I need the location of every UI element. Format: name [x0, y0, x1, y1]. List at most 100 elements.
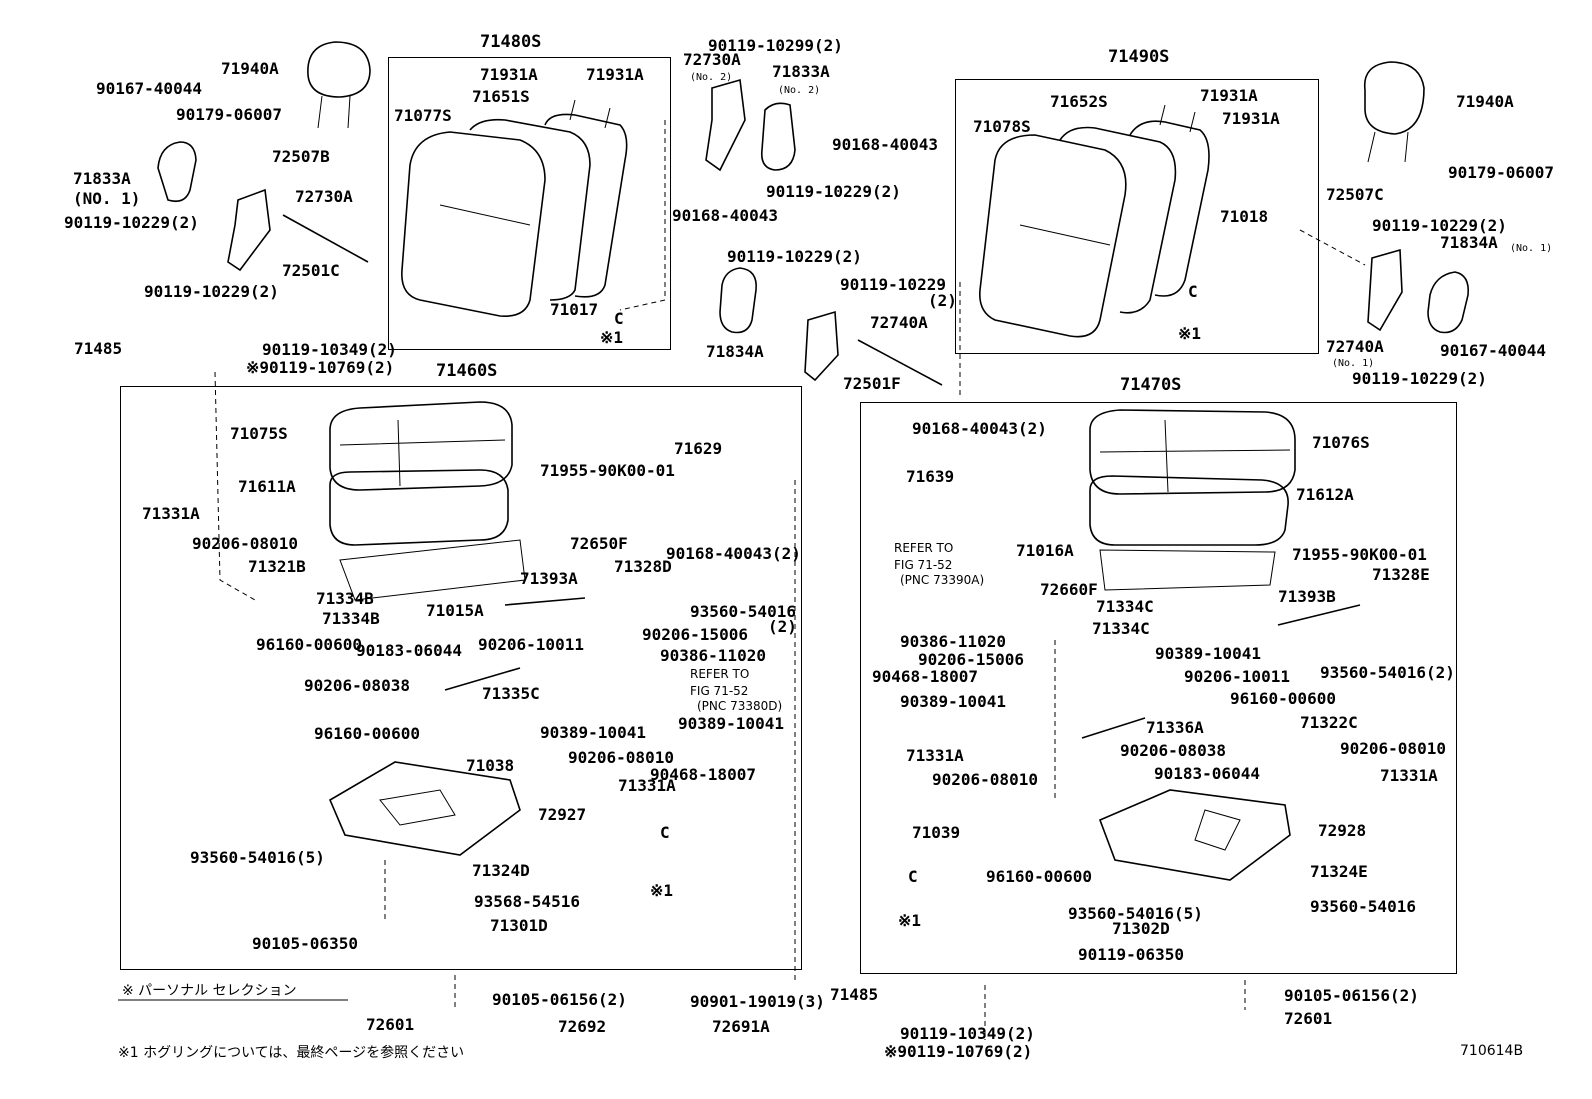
label-71490S: 71490S [1108, 47, 1170, 67]
label-90386-right: 90386-11020 [900, 632, 1006, 651]
figure-code: 710614B [1460, 1043, 1524, 1059]
label-71331A-right: 71331A [906, 746, 964, 765]
label-71076S: 71076S [1312, 433, 1370, 452]
label-71331A-left: 71331A [142, 504, 200, 523]
rods [282, 214, 1361, 739]
label-90206-15006-right: 90206-15006 [918, 650, 1024, 669]
label-c-right-top: C [1188, 282, 1198, 301]
frame-71490S [955, 79, 1319, 354]
label-93560-right3: 93560-54016 [1310, 897, 1416, 916]
label-71629: 71629 [674, 439, 723, 458]
label-72501F: 72501F [843, 374, 901, 393]
label-90206-08010-right: 90206-08010 [1340, 739, 1446, 758]
refer-right-3: (PNC 73390A) [900, 573, 985, 587]
label-71833A-center: 71833A [772, 62, 830, 81]
label-71018: 71018 [1220, 207, 1269, 226]
label-71834A-center: 71834A [706, 342, 764, 361]
label-71016A: 71016A [1016, 541, 1074, 560]
seat-cushion-left [329, 401, 526, 601]
label-71017: 71017 [550, 300, 599, 319]
label-71334B-2: 71334B [322, 609, 380, 628]
label-90119-10349-left: 90119-10349(2) [262, 340, 397, 359]
label-72730A-center: 72730A [683, 50, 741, 69]
headrest-right [1363, 61, 1425, 163]
label-c-left-bottom: C [660, 823, 670, 842]
label-71940A-right: 71940A [1456, 92, 1514, 111]
label-71931A-2: 71931A [586, 65, 644, 84]
label-72927: 72927 [538, 805, 587, 824]
label-90206-08010-right2: 90206-08010 [932, 770, 1038, 789]
label-71393A: 71393A [520, 569, 578, 588]
label-71331A-right2: 71331A [1380, 766, 1438, 785]
label-no2-center: (No. 2) [690, 72, 733, 83]
label-90168-40043-left: 90168-40043(2) [666, 544, 801, 563]
label-90183-right: 90183-06044 [1154, 764, 1260, 783]
label-71075S: 71075S [230, 424, 288, 443]
label-96160-right: 96160-00600 [1230, 689, 1336, 708]
label-71652S: 71652S [1050, 92, 1108, 111]
side-covers [157, 102, 1470, 334]
label-72601-left: 72601 [366, 1015, 415, 1034]
label-71321B: 71321B [248, 557, 306, 576]
label-71015A: 71015A [426, 601, 484, 620]
label-71301D: 71301D [490, 916, 548, 935]
label-93560-right2: 93560-54016(5) [1068, 904, 1203, 923]
hinge-brackets [227, 78, 1403, 382]
note-personal-selection: ※ パーソナル セレクション [122, 983, 297, 999]
label-72730A-left: 72730A [295, 187, 353, 206]
label-71931A-1: 71931A [480, 65, 538, 84]
label-90206-08038-right: 90206-08038 [1120, 741, 1226, 760]
label-no1-right2: (No. 1) [1332, 358, 1375, 369]
label-96160-right2: 96160-00600 [986, 867, 1092, 886]
label-90468-left: 90468-18007 [650, 765, 756, 784]
label-93560-left2: 93560-54016(5) [190, 848, 325, 867]
label-71955-left: 71955-90K00-01 [540, 461, 675, 480]
label-90119-10769-left: ※90119-10769(2) [246, 358, 395, 377]
note-hog-ring: ※1 ホグリングについては、最終ページを参照ください [118, 1045, 465, 1061]
headrest-left [307, 41, 371, 129]
label-71336A: 71336A [1146, 718, 1204, 737]
seat-cushion-right [1089, 409, 1296, 591]
label-72501C: 72501C [282, 261, 340, 280]
label-96160-left: 96160-00600 [256, 635, 362, 654]
label-71331A-left2: 71331A [618, 776, 676, 795]
label-c-left-top: C [614, 309, 624, 328]
label-90206-15006-left: 90206-15006 [642, 625, 748, 644]
label-72928: 72928 [1318, 821, 1367, 840]
label-71955-right: 71955-90K00-01 [1292, 545, 1427, 564]
label-71651S: 71651S [472, 87, 530, 106]
label-90386-left: 90386-11020 [660, 646, 766, 665]
label-90206-10011-right: 90206-10011 [1184, 667, 1290, 686]
refer-right-1: REFER TO [894, 541, 954, 555]
label-72740A-center: 72740A [870, 313, 928, 332]
refer-left-1: REFER TO [690, 667, 750, 681]
label-71931A-4: 71931A [1222, 109, 1280, 128]
label-90168-40043-center: 90168-40043 [832, 135, 938, 154]
label-90105-06156-left: 90105-06156(2) [492, 990, 627, 1009]
label-71039: 71039 [912, 823, 961, 842]
label-72601-right: 72601 [1284, 1009, 1333, 1028]
label-90206-10011-left: 90206-10011 [478, 635, 584, 654]
label-90389-10041-right1: 90389-10041 [1155, 644, 1261, 663]
label-71470S: 71470S [1120, 375, 1182, 395]
label-90179-06007-right: 90179-06007 [1448, 163, 1554, 182]
label-71639: 71639 [906, 467, 955, 486]
label-72740A-right: 72740A [1326, 337, 1384, 356]
label-71480S: 71480S [480, 32, 542, 52]
tray-72927 [328, 761, 521, 856]
leader-lines [214, 120, 1366, 1040]
label-93560-left: 93560-54016 [690, 602, 796, 621]
label-90167-40044-left: 90167-40044 [96, 79, 202, 98]
label-90179-06007-left: 90179-06007 [176, 105, 282, 124]
label-71611A: 71611A [238, 477, 296, 496]
label-90389-10041-left1: 90389-10041 [540, 723, 646, 742]
refer-left-2: FIG 71-52 [690, 684, 749, 698]
label-71460S: 71460S [436, 361, 498, 381]
label-90119-10349-right: 90119-10349(2) [900, 1024, 1035, 1043]
label-90119-10229-right1: 90119-10229(2) [1372, 216, 1507, 235]
label-90105-06156-right: 90105-06156(2) [1284, 986, 1419, 1005]
label-71324E: 71324E [1310, 862, 1368, 881]
label-71485-left: 71485 [74, 339, 123, 358]
label-90468-right: 90468-18007 [872, 667, 978, 686]
seatback-right [978, 104, 1210, 338]
